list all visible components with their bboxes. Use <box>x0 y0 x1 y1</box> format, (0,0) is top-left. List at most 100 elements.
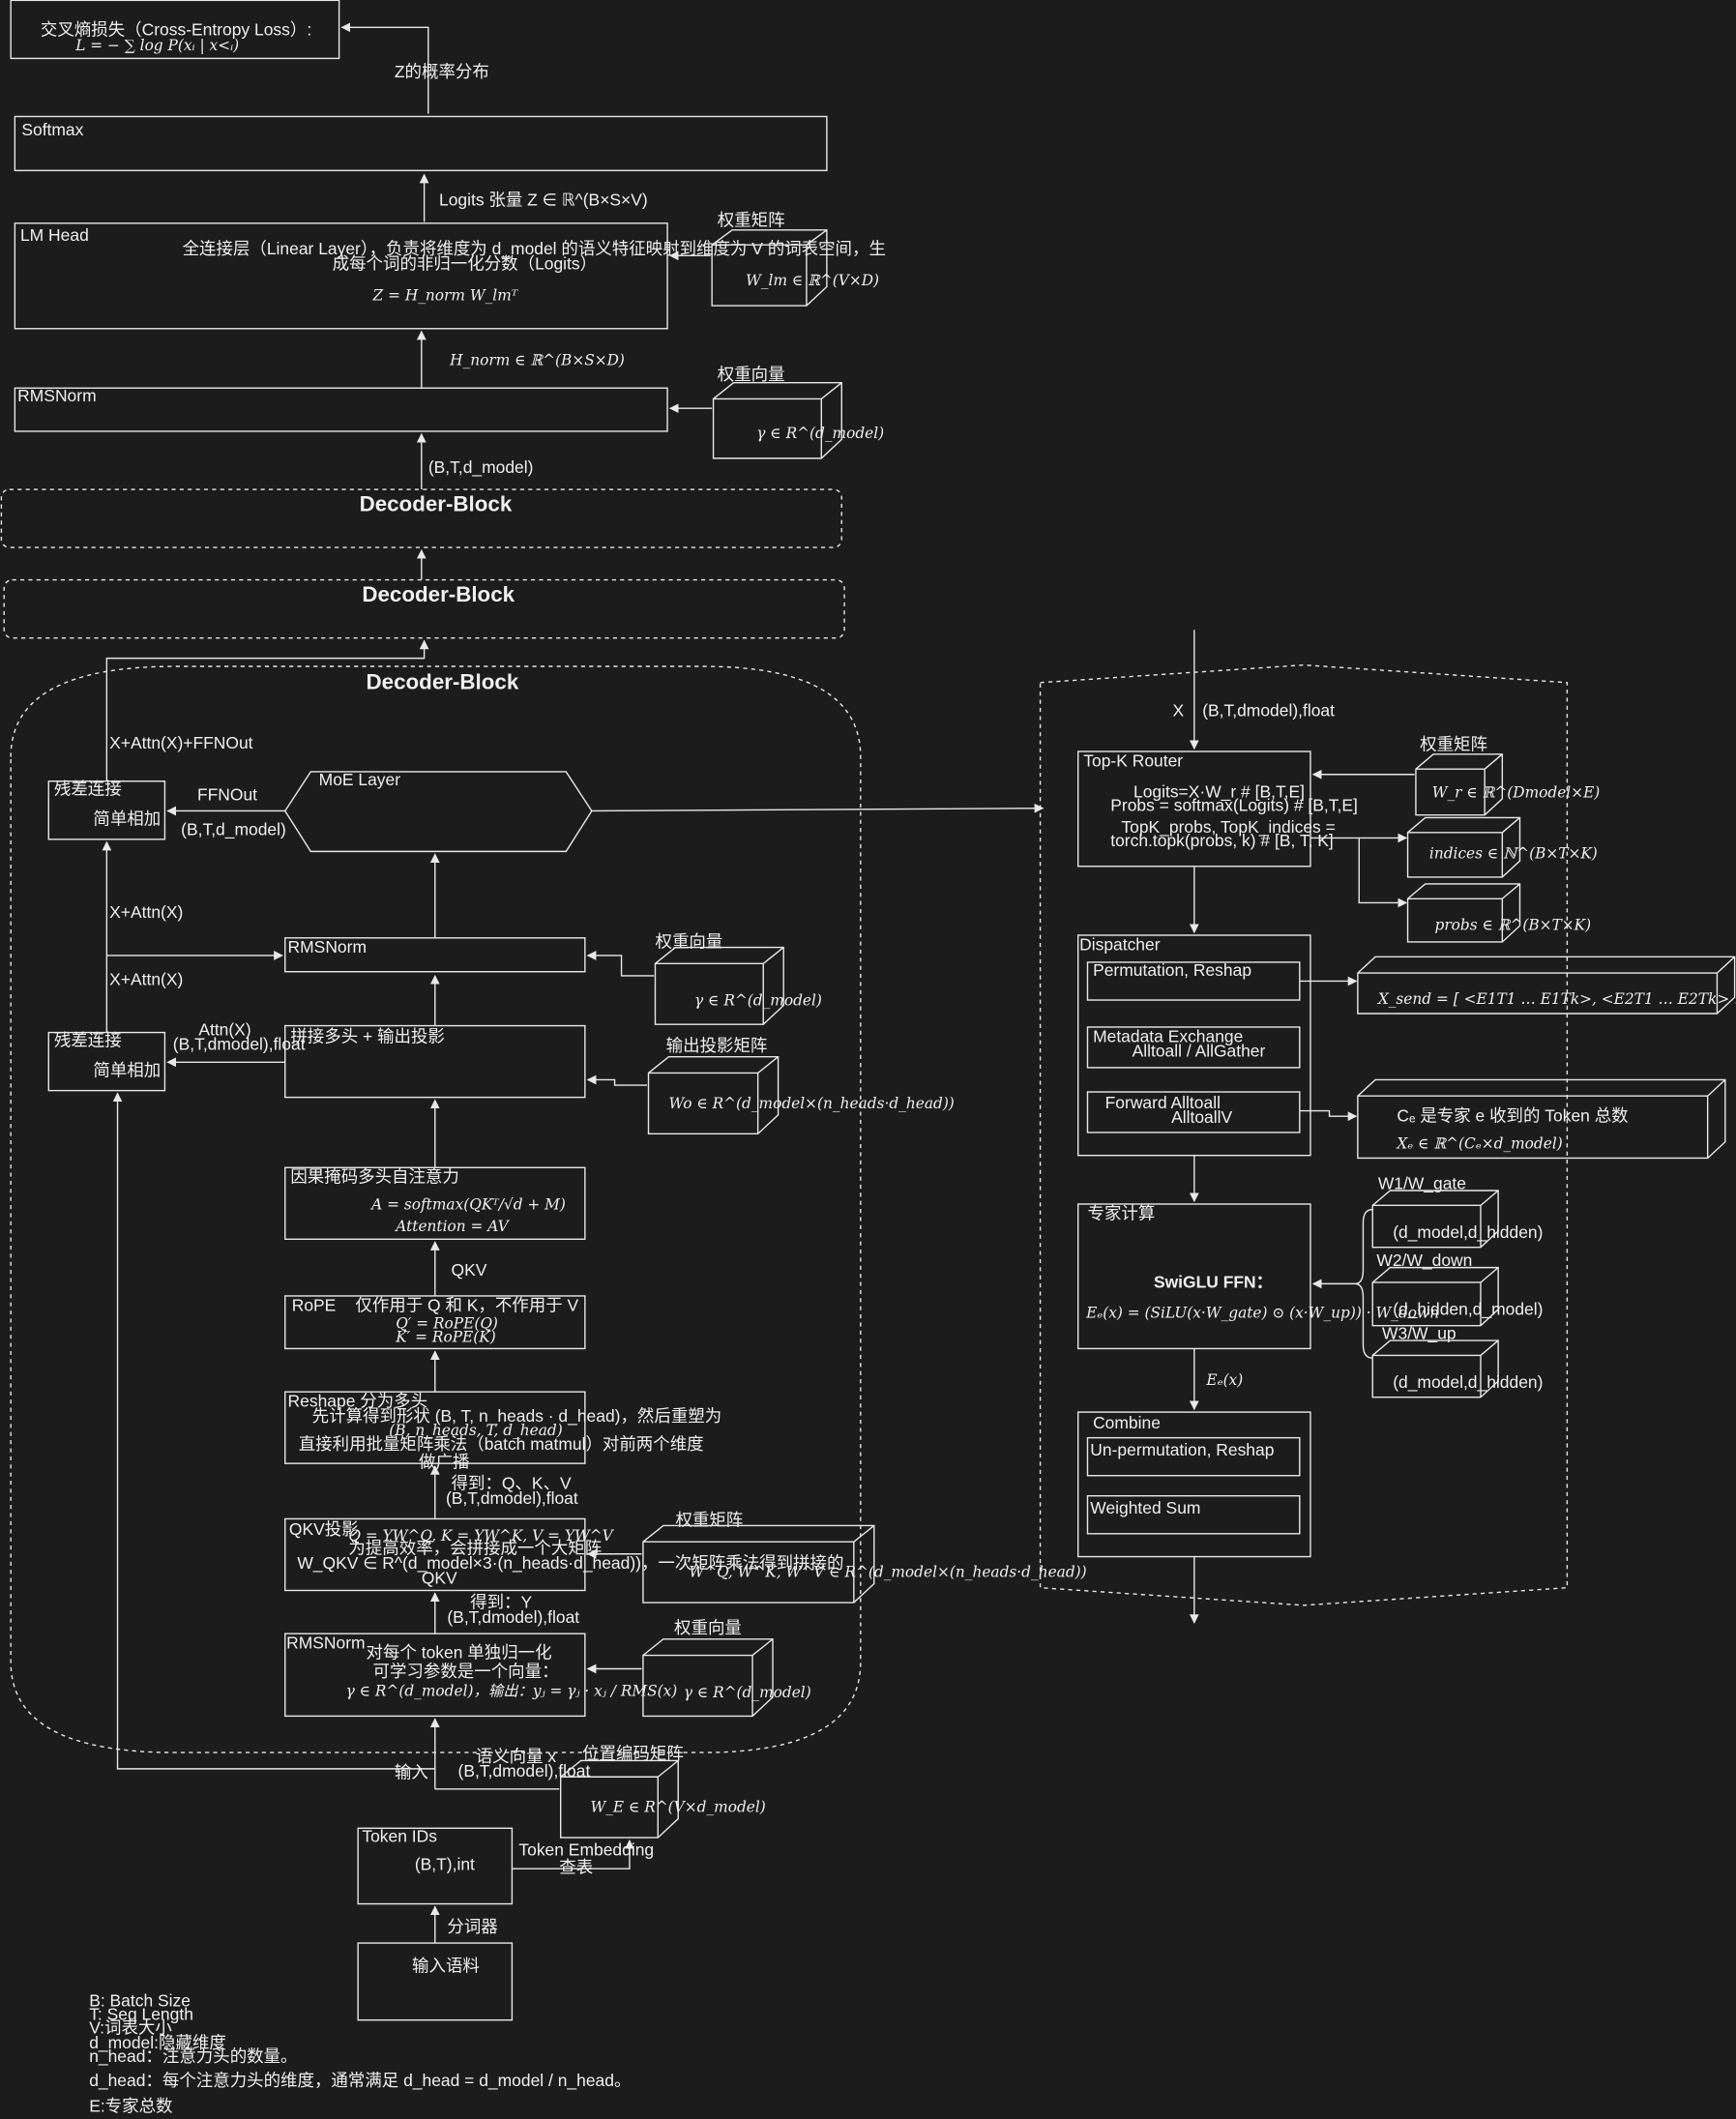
svg-text:位置编码矩阵: 位置编码矩阵 <box>582 1744 684 1763</box>
arrow-to-loss <box>340 22 429 114</box>
svg-text:γ ∈ R^(d_model): γ ∈ R^(d_model) <box>756 425 884 442</box>
arrow-to-ce <box>1299 1109 1358 1122</box>
attn-out-line2: (B,T,dmodel),float <box>173 1035 306 1054</box>
expert-weights: W1/W_gate (d_model,d_hidden) W2/W_down (… <box>1355 1174 1543 1398</box>
semantic-line2: (B,T,dmodel),float <box>458 1761 591 1781</box>
svg-text:Q′ = RoPE(Q): Q′ = RoPE(Q) <box>396 1314 498 1332</box>
qkv-weight-cube: 权重矩阵 W^Q, W^K, W^V ∈ R^(d_model×(n_heads… <box>642 1510 1087 1604</box>
svg-text:专家计算: 专家计算 <box>1087 1203 1155 1222</box>
svg-text:拼接多头 + 输出投影: 拼接多头 + 输出投影 <box>290 1026 445 1045</box>
get-y-line2: (B,T,dmodel),float <box>447 1607 579 1627</box>
arrow-residual-to-block2 <box>105 639 429 781</box>
svg-text:Decoder-Block: Decoder-Block <box>362 582 515 606</box>
softmax-box: Softmax <box>14 115 828 172</box>
svg-text:γ ∈ R^(d_model): γ ∈ R^(d_model) <box>684 1684 811 1701</box>
svg-text:对每个 token 单独归一化: 对每个 token 单独归一化 <box>367 1642 552 1662</box>
final-norm-weight-cube: 权重向量 γ ∈ R^(d_model) <box>712 365 884 459</box>
btd-label: (B,T,d_model) <box>428 457 534 478</box>
svg-text:Cₑ 是专家 e 收到的 Token 总数: Cₑ 是专家 e 收到的 Token 总数 <box>1397 1106 1628 1126</box>
x-attn-ffn-label: X+Attn(X)+FFNOut <box>109 733 253 752</box>
svg-text:(d_hidden,d_model): (d_hidden,d_model) <box>1393 1300 1543 1320</box>
arrow-token-embedding <box>512 1839 634 1869</box>
svg-text:Weighted Sum: Weighted Sum <box>1090 1498 1200 1517</box>
svg-text:W_r ∈ ℝ^(Dmodel×E): W_r ∈ ℝ^(Dmodel×E) <box>1432 784 1601 802</box>
svg-text:Eₑ(x) = (SiLU(x·W_gate) ⊙ (x·W: Eₑ(x) = (SiLU(x·W_gate) ⊙ (x·W_up)) · W_… <box>1085 1304 1439 1321</box>
arrow-to-probs <box>1358 838 1408 908</box>
svg-text:(d_model,d_hidden): (d_model,d_hidden) <box>1393 1222 1543 1243</box>
svg-text:权重向量: 权重向量 <box>718 365 785 384</box>
svg-text:仅作用于 Q 和 K，不作用于 V: 仅作用于 Q 和 K，不作用于 V <box>355 1295 578 1314</box>
svg-text:简单相加: 简单相加 <box>93 1060 161 1079</box>
svg-text:MoE Layer: MoE Layer <box>319 770 401 789</box>
arrow-out-proj-weight <box>586 1074 648 1086</box>
svg-text:Combine: Combine <box>1093 1413 1161 1432</box>
decoder-block-1: Decoder-Block <box>10 665 862 1753</box>
qkv-label: QKV <box>452 1260 487 1280</box>
svg-text:Z = H_norm W_lmᵀ: Z = H_norm W_lmᵀ <box>372 286 519 304</box>
svg-text:全连接层（Linear Layer），负责将维度为 d_mo: 全连接层（Linear Layer），负责将维度为 d_model 的语义特征映… <box>183 239 886 259</box>
concat-proj-box: 拼接多头 + 输出投影 <box>284 1024 586 1099</box>
svg-text:W_lm ∈ ℝ^(V×D): W_lm ∈ ℝ^(V×D) <box>746 272 879 289</box>
svg-text:输出投影矩阵: 输出投影矩阵 <box>666 1036 768 1055</box>
svg-text:Un-permutation, Reshap: Un-permutation, Reshap <box>1090 1440 1274 1459</box>
svg-text:L = − ∑ log P(xᵢ | x<ᵢ): L = − ∑ log P(xᵢ | x<ᵢ) <box>74 37 239 54</box>
dispatcher-box: Dispatcher Permutation, Reshap Metadata … <box>1077 934 1311 1157</box>
svg-text:SwiGLU FFN：: SwiGLU FFN： <box>1154 1273 1273 1292</box>
svg-text:AlltoallV: AlltoallV <box>1171 1107 1232 1127</box>
svg-text:可学习参数是一个向量：: 可学习参数是一个向量： <box>373 1662 559 1681</box>
svg-text:QKV: QKV <box>422 1568 457 1587</box>
svg-text:Attention = AV: Attention = AV <box>394 1218 510 1235</box>
svg-text:Token IDs: Token IDs <box>362 1826 437 1845</box>
xsend-cube: X_send = [ <E1T1 … E1Tk>, <E2T1 … E2Tk> … <box>1357 956 1736 1015</box>
svg-text:直接利用批量矩阵乘法（batch matmul）对前两个维度: 直接利用批量矩阵乘法（batch matmul）对前两个维度 <box>299 1434 704 1454</box>
get-y-line1: 得到：Y <box>470 1593 532 1612</box>
router-weight-cube: 权重矩阵 W_r ∈ ℝ^(Dmodel×E) <box>1415 735 1601 816</box>
svg-text:Wo ∈ R^(d_model×(n_heads·d_hea: Wo ∈ R^(d_model×(n_heads·d_head)) <box>668 1095 954 1112</box>
svg-text:Decoder-Block: Decoder-Block <box>360 491 513 515</box>
arrow-moe-detail <box>591 803 1045 813</box>
qkv-proj-box: QKV投影 Q = YW^Q, K = YW^K, V = YW^V 为提高效率… <box>284 1517 843 1592</box>
svg-text:d_head：每个注意力头的维度，通常满足 d_head =: d_head：每个注意力头的维度，通常满足 d_head = d_model /… <box>89 2071 631 2091</box>
x-attn-label-1: X+Attn(X) <box>109 902 183 922</box>
tokenizer-label: 分词器 <box>447 1917 497 1936</box>
decoder-block-2: Decoder-Block <box>3 578 845 639</box>
svg-text:indices ∈ ℕ^(B×T×K): indices ∈ ℕ^(B×T×K) <box>1429 844 1598 862</box>
svg-text:Alltoall / AllGather: Alltoall / AllGather <box>1133 1042 1266 1061</box>
svg-text:W3/W_up: W3/W_up <box>1382 1324 1456 1344</box>
svg-text:为提高效率，会拼接成一个大矩阵: 为提高效率，会拼接成一个大矩阵 <box>348 1539 602 1558</box>
svg-text:QKV投影: QKV投影 <box>289 1519 359 1539</box>
svg-text:Metadata Exchange: Metadata Exchange <box>1093 1026 1243 1045</box>
out-proj-weight-cube: 输出投影矩阵 Wo ∈ R^(d_model×(n_heads·d_head)) <box>647 1036 955 1135</box>
semantic-line1: 语义向量 x <box>476 1747 557 1766</box>
svg-text:A = softmax(QKᵀ/√d + M): A = softmax(QKᵀ/√d + M) <box>369 1196 566 1214</box>
svg-text:Forward Alltoall: Forward Alltoall <box>1105 1093 1221 1112</box>
moe-layer: MoE Layer <box>283 770 593 853</box>
svg-text:残差连接: 残差连接 <box>54 1031 122 1050</box>
svg-text:Permutation, Reshap: Permutation, Reshap <box>1093 960 1251 980</box>
attn-out-line1: Attn(X) <box>198 1019 250 1039</box>
indices-cube: indices ∈ ℕ^(B×T×K) <box>1406 816 1598 878</box>
svg-text:TopK_probs, TopK_indices =: TopK_probs, TopK_indices = <box>1121 817 1335 838</box>
get-qkv-line2: (B,T,dmodel),float <box>446 1488 578 1508</box>
svg-text:torch.topk(probs, k) # [B: torch.topk(probs, k) # [B, T, K] <box>1110 831 1334 850</box>
token-emb-sub: 查表 <box>559 1857 593 1876</box>
svg-text:Reshape 分为多头: Reshape 分为多头 <box>288 1391 428 1410</box>
svg-text:E:专家总数: E:专家总数 <box>89 2097 172 2116</box>
ffn-btd-label: (B,T,d_model) <box>181 820 286 840</box>
svg-text:probs ∈ ℝ^(B×T×K): probs ∈ ℝ^(B×T×K) <box>1434 916 1591 933</box>
svg-text:X_send = [ <E1T1 … E1Tk>, <E2T: X_send = [ <E1T1 … E1Tk>, <E2T1 … E2Tk> … <box>1377 990 1736 1008</box>
input-label: 输入 <box>395 1763 428 1782</box>
svg-text:B: Batch Size: B: Batch Size <box>89 1991 191 2011</box>
svg-text:Dispatcher: Dispatcher <box>1079 934 1161 954</box>
pos-enc-cube: 位置编码矩阵 W_E ∈ R^(V×d_model) <box>560 1744 766 1839</box>
corpus-box: 输入语料 <box>357 1942 514 2021</box>
causal-attention-box: 因果掩码多头自注意力 A = softmax(QKᵀ/√d + M) Atten… <box>284 1166 586 1240</box>
residual-box-2: 残差连接 简单相加 <box>47 780 166 840</box>
svg-text:W_QKV ∈ R^(d_model×3·(n_heads·: W_QKV ∈ R^(d_model×3·(n_heads·d_head))，一… <box>297 1553 843 1574</box>
svg-text:γ ∈ R^(d_model)，输出：yⱼ = γⱼ · x: γ ∈ R^(d_model)，输出：yⱼ = γⱼ · xⱼ / RMS(x) <box>346 1682 678 1699</box>
get-qkv-line1: 得到：Q、K、V <box>452 1474 572 1493</box>
svg-text:γ ∈ R^(d_model): γ ∈ R^(d_model) <box>694 992 822 1010</box>
svg-text:先计算得到形状 (B, T, n_heads · d_hea: 先计算得到形状 (B, T, n_heads · d_head)，然后重塑为 <box>312 1406 722 1427</box>
ce-cube: Cₑ 是专家 e 收到的 Token 总数 Xₑ ∈ ℝ^(Cₑ×d_model… <box>1357 1078 1726 1160</box>
